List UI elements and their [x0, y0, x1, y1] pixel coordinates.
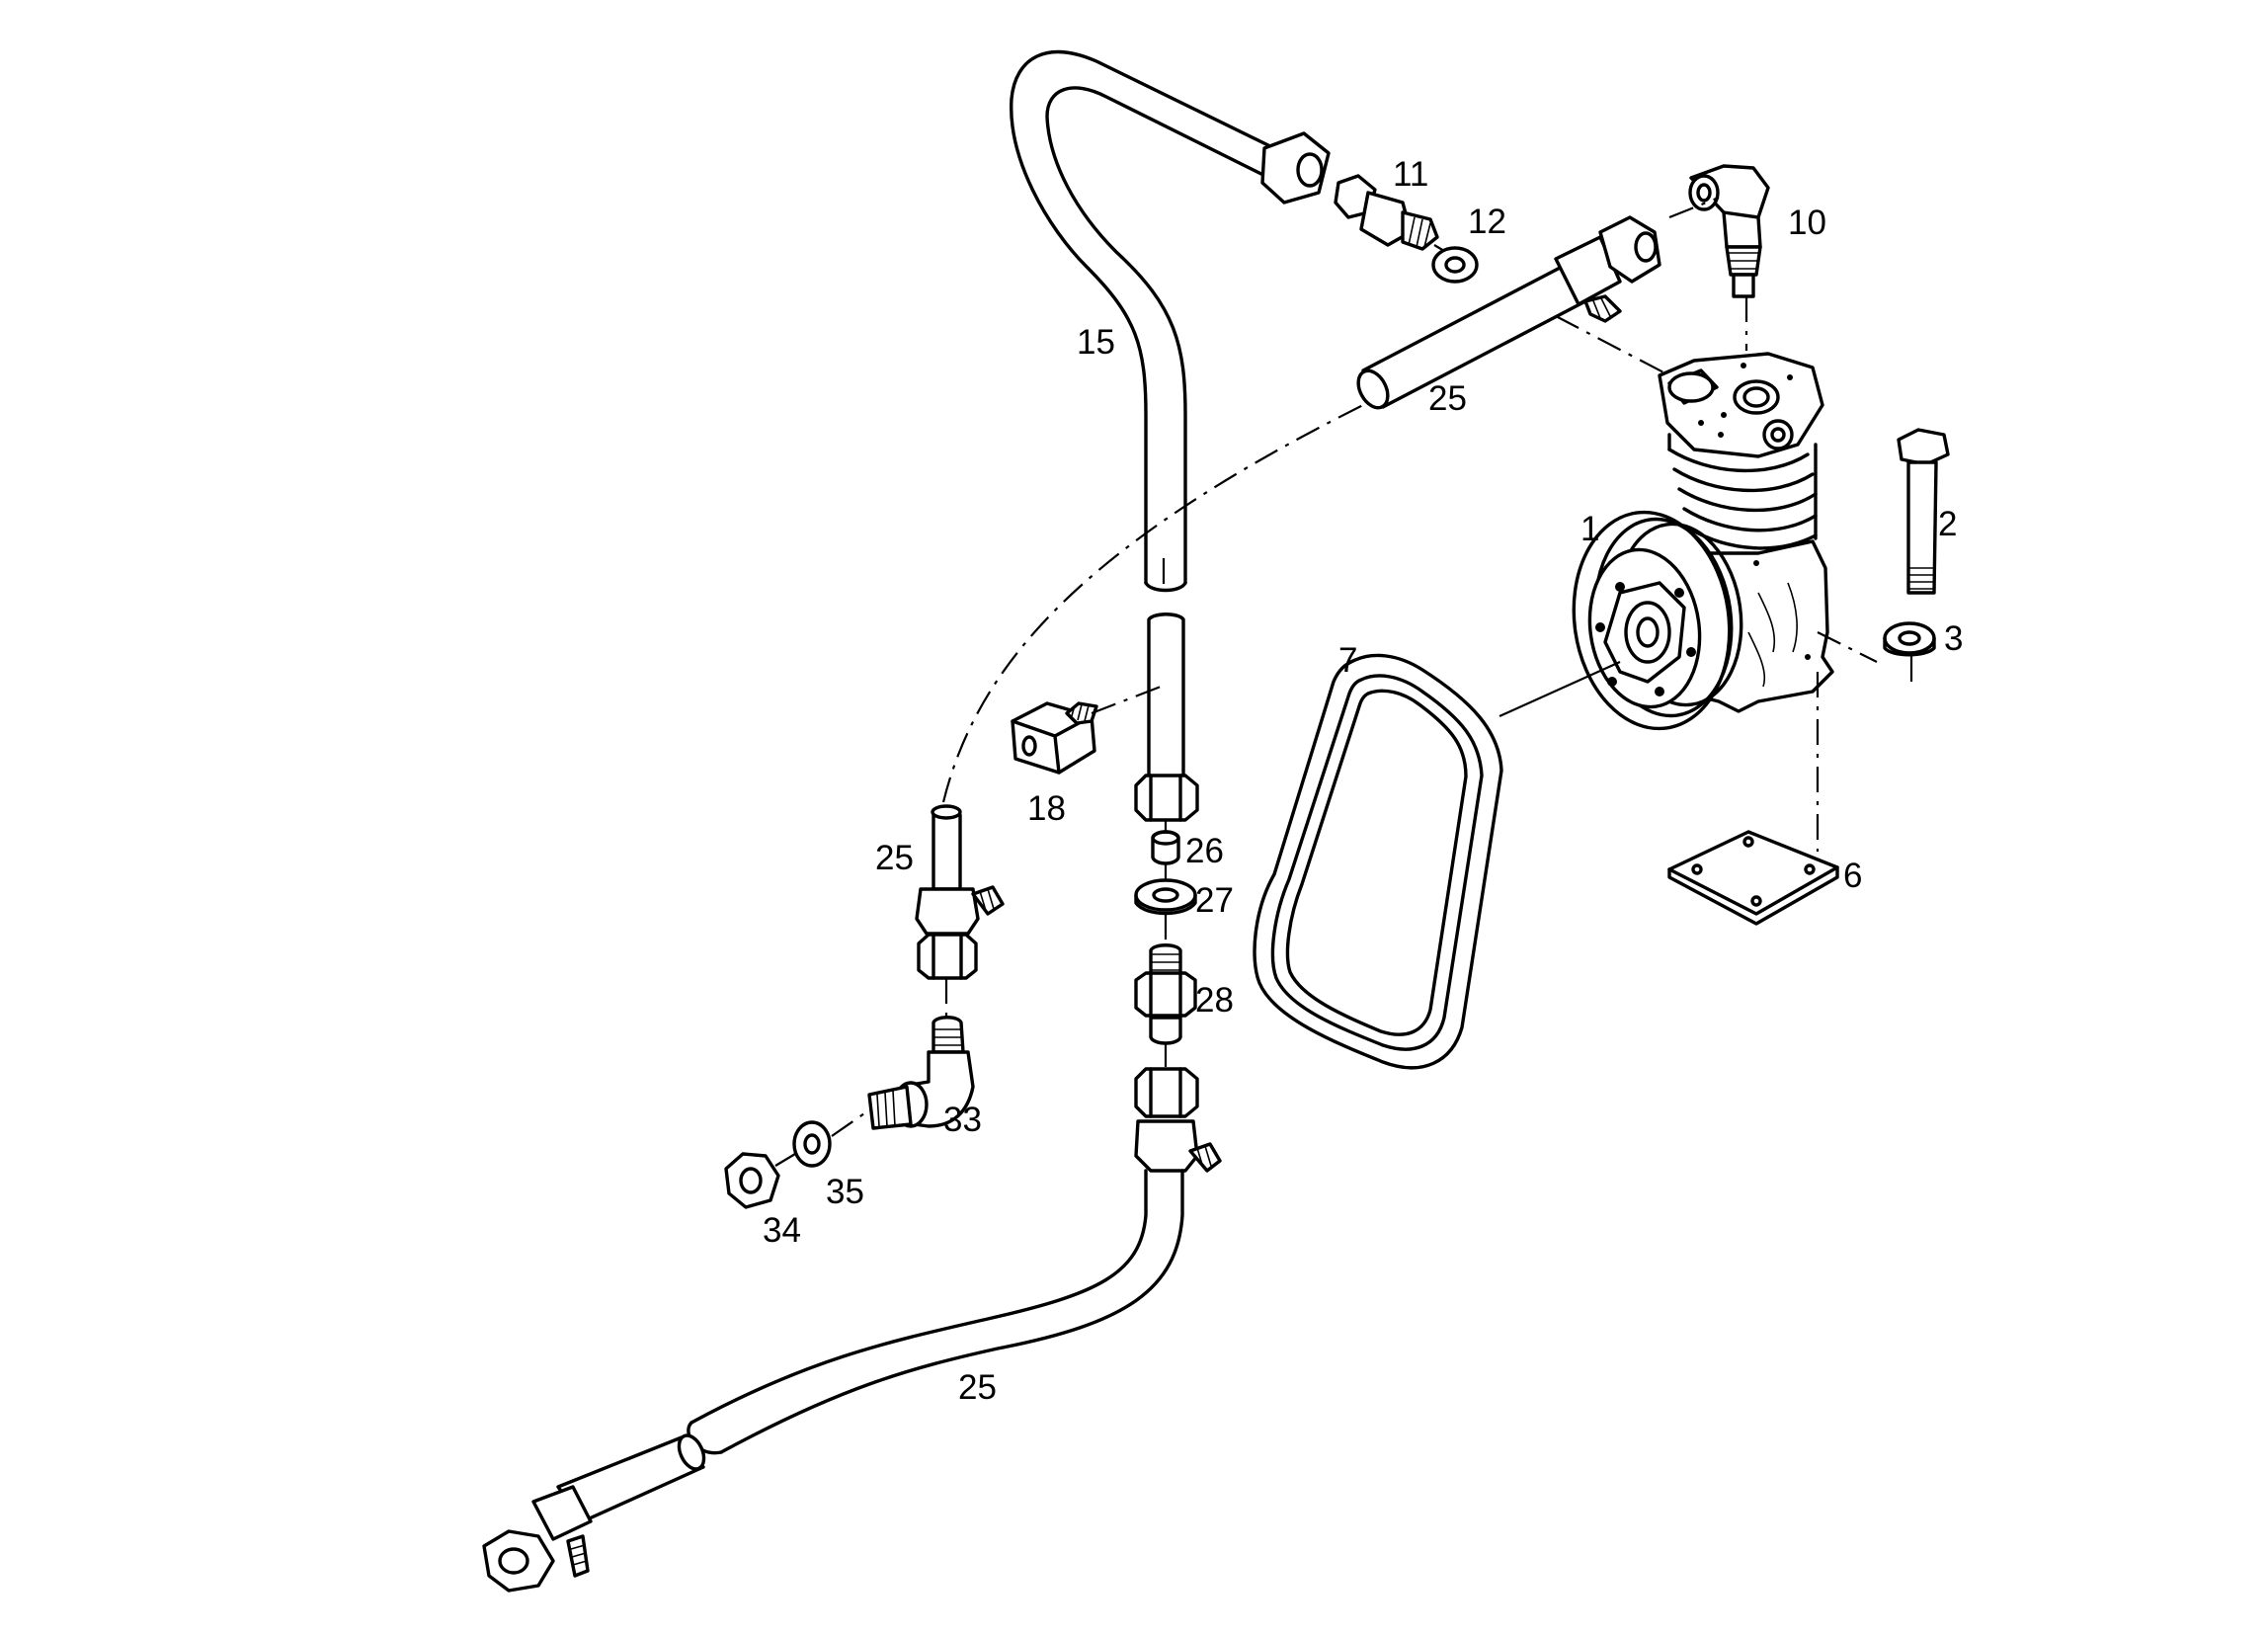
callout-33: 33: [943, 1101, 982, 1139]
callout-35: 35: [826, 1173, 864, 1211]
callout-26: 26: [1185, 832, 1224, 870]
pipe-nut-upper: [1134, 774, 1199, 822]
bolt-2: [1897, 428, 1950, 595]
callout-3: 3: [1944, 619, 1963, 658]
callout-25-lower: 25: [958, 1368, 997, 1407]
washer-3: [1883, 621, 1936, 657]
callout-11: 11: [1393, 155, 1428, 194]
pipe-25-left: [915, 804, 1005, 980]
callout-25-left: 25: [875, 839, 914, 877]
cover-plate-6: [1667, 830, 1839, 926]
callout-28: 28: [1195, 981, 1234, 1020]
callout-34: 34: [763, 1211, 801, 1250]
elbow-33: [867, 1016, 975, 1130]
pipe-25-vertical: [1147, 613, 1185, 782]
elbow-fitting-10: [1688, 164, 1770, 298]
hose-15: [1010, 50, 1331, 593]
callout-18: 18: [1027, 789, 1066, 828]
washer-12: [1431, 246, 1479, 284]
callout-6: 6: [1843, 857, 1862, 895]
compressor-1: [1572, 352, 1834, 731]
pipe-25-lower: [482, 1067, 1222, 1593]
v-belt-7: [1253, 653, 1503, 1070]
callout-1: 1: [1580, 510, 1599, 548]
callout-12: 12: [1468, 203, 1506, 241]
pipe-25-upper: [1356, 215, 1661, 410]
callout-10: 10: [1788, 204, 1826, 242]
callout-15: 15: [1077, 323, 1115, 362]
leader-lines: [774, 196, 1913, 1167]
union-28: [1134, 943, 1197, 1045]
washer-27: [1134, 878, 1197, 916]
callout-labels: 1 2 3 6 7 10 11 12 15 18 25 25 25 26 27 …: [763, 155, 1963, 1407]
callout-27: 27: [1195, 881, 1234, 920]
callout-2: 2: [1938, 505, 1957, 543]
callout-7: 7: [1338, 641, 1357, 680]
washer-35: [792, 1120, 832, 1168]
fitting-11: [1334, 174, 1439, 251]
sleeve-26: [1151, 830, 1180, 865]
bracket-18: [1011, 701, 1098, 775]
nut-34: [724, 1152, 780, 1209]
callout-25-upper: 25: [1428, 379, 1467, 418]
